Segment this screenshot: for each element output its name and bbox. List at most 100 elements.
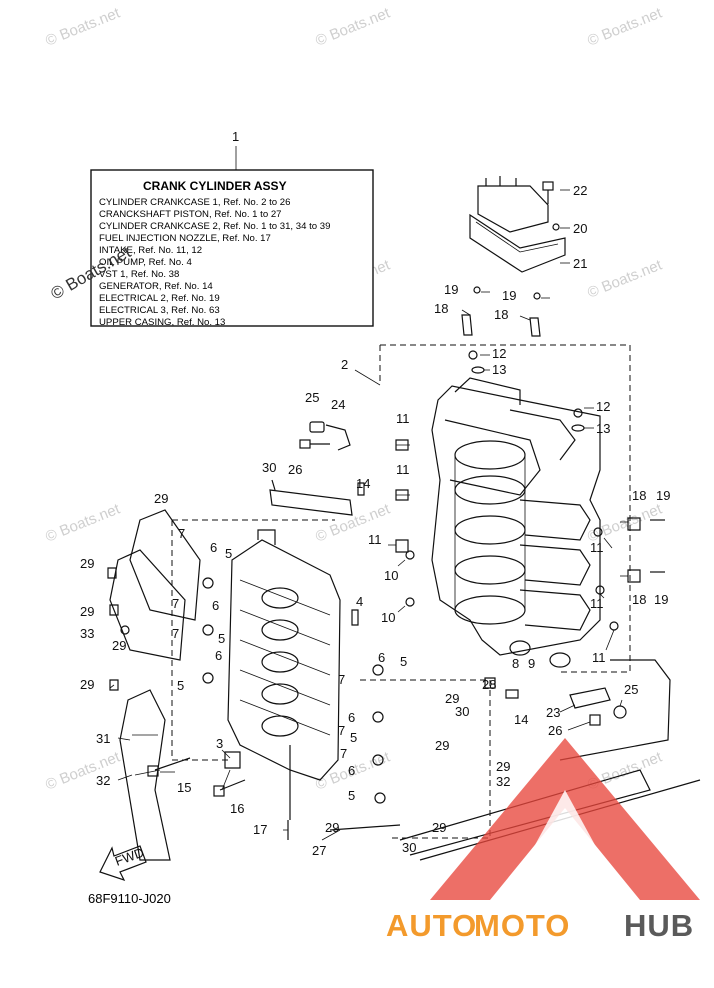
- callout-11: 11: [368, 532, 382, 547]
- callout-12: 12: [596, 399, 610, 414]
- callout-13: 13: [596, 421, 610, 436]
- callout-33: 33: [80, 626, 94, 641]
- callout-18: 18: [434, 301, 448, 316]
- callout-14: 14: [514, 712, 528, 727]
- callout-5: 5: [225, 546, 232, 561]
- callout-26: 26: [548, 723, 562, 738]
- callout-10: 10: [384, 568, 398, 583]
- callout-29: 29: [80, 556, 94, 571]
- callout-31: 31: [96, 731, 110, 746]
- callout-25: 25: [305, 390, 319, 405]
- assy-line: FUEL INJECTION NOZZLE, Ref. No. 17: [99, 233, 271, 244]
- callout-24: 24: [331, 397, 345, 412]
- assy-line: ELECTRICAL 2, Ref. No. 19: [99, 293, 220, 304]
- cylinder-head: [227, 529, 341, 781]
- callout-6: 6: [348, 710, 355, 725]
- callout-3: 3: [216, 736, 223, 751]
- assy-line: CYLINDER CRANKCASE 2, Ref. No. 1 to 31, …: [99, 221, 330, 232]
- callout-29: 29: [80, 677, 94, 692]
- exhaust-covers: [109, 509, 201, 861]
- callout-5: 5: [348, 788, 355, 803]
- brand-auto: AUTO: [386, 908, 477, 943]
- callout-6: 6: [210, 540, 217, 555]
- callout-26: 26: [288, 462, 302, 477]
- callout-8: 8: [512, 656, 519, 671]
- callout-17: 17: [253, 822, 267, 837]
- callout-6: 6: [215, 648, 222, 663]
- callout-29: 29: [80, 604, 94, 619]
- assy-line: INTAKE, Ref. No. 11, 12: [99, 245, 202, 256]
- callout-29: 29: [445, 691, 459, 706]
- callout-11: 11: [592, 650, 606, 665]
- brand-moto: MOTO: [474, 908, 570, 943]
- callout-2: 2: [341, 357, 348, 372]
- automotohub-logo: AUTO MOTO HUB: [386, 738, 700, 943]
- callout-11: 11: [396, 411, 410, 426]
- callout-19: 19: [654, 592, 668, 607]
- callout-11: 11: [590, 540, 604, 555]
- callout-5: 5: [177, 678, 184, 693]
- callout-32: 32: [496, 774, 510, 789]
- assy-line: OIL PUMP, Ref. No. 4: [99, 257, 192, 268]
- callout-12: 12: [492, 346, 506, 361]
- callout-29: 29: [435, 738, 449, 753]
- callout-30: 30: [402, 840, 416, 855]
- callout-10: 10: [381, 610, 395, 625]
- callout-11: 11: [396, 462, 410, 477]
- watermark: © Boats.net: [313, 4, 393, 50]
- callout-7: 7: [178, 526, 185, 541]
- callout-numbers: 22 20 21 19 19 18 18 12 13 12 13 2 25 24…: [80, 183, 670, 858]
- callout-1: 1: [232, 129, 239, 144]
- leader-lines: [109, 189, 628, 841]
- assy-line: ELECTRICAL 3, Ref. No. 63: [99, 305, 220, 316]
- callout-7: 7: [172, 596, 179, 611]
- callout-29: 29: [432, 820, 446, 835]
- callout-5: 5: [218, 631, 225, 646]
- fasteners: [107, 286, 665, 804]
- callout-5: 5: [400, 654, 407, 669]
- callout-30: 30: [262, 460, 276, 475]
- callout-5: 5: [350, 730, 357, 745]
- watermark: © Boats.net: [585, 256, 665, 302]
- callout-13: 13: [492, 362, 506, 377]
- callout-29: 29: [496, 759, 510, 774]
- callout-23: 23: [546, 705, 560, 720]
- callout-18: 18: [494, 307, 508, 322]
- brand-hub: HUB: [624, 908, 694, 943]
- callout-7: 7: [338, 723, 345, 738]
- callout-18: 18: [632, 592, 646, 607]
- callout-18: 18: [632, 488, 646, 503]
- callout-19: 19: [444, 282, 458, 297]
- callout-21: 21: [573, 256, 587, 271]
- callout-14: 14: [356, 476, 370, 491]
- callout-7: 7: [172, 626, 179, 641]
- callout-29: 29: [112, 638, 126, 653]
- callout-28: 28: [482, 677, 496, 692]
- assy-line: GENERATOR, Ref. No. 14: [99, 281, 213, 292]
- callout-30: 30: [455, 704, 469, 719]
- callout-16: 16: [230, 801, 244, 816]
- fwd-label: FWD: [113, 845, 146, 869]
- callout-19: 19: [502, 288, 516, 303]
- callout-20: 20: [573, 221, 587, 236]
- watermark: © Boats.net: [43, 4, 123, 50]
- callout-27: 27: [312, 843, 326, 858]
- fwd-arrow: FWD: [99, 845, 147, 882]
- callout-7: 7: [340, 746, 347, 761]
- watermark: © Boats.net: [43, 500, 123, 546]
- assy-reference-box: 1 CRANK CYLINDER ASSY CYLINDER CRANKCASE…: [90, 129, 374, 328]
- callout-22: 22: [573, 183, 587, 198]
- callout-6: 6: [378, 650, 385, 665]
- callout-15: 15: [177, 780, 191, 795]
- group-boundaries: [171, 344, 631, 839]
- callout-19: 19: [656, 488, 670, 503]
- callout-11: 11: [590, 596, 604, 611]
- callout-7: 7: [338, 672, 345, 687]
- callout-6: 6: [212, 598, 219, 613]
- assy-line: VST 1, Ref. No. 38: [99, 269, 179, 280]
- callout-9: 9: [528, 656, 535, 671]
- watermarks: © Boats.net © Boats.net © Boats.net © Bo…: [43, 4, 665, 794]
- diagram-code: 68F9110-J020: [88, 891, 171, 906]
- callout-25: 25: [624, 682, 638, 697]
